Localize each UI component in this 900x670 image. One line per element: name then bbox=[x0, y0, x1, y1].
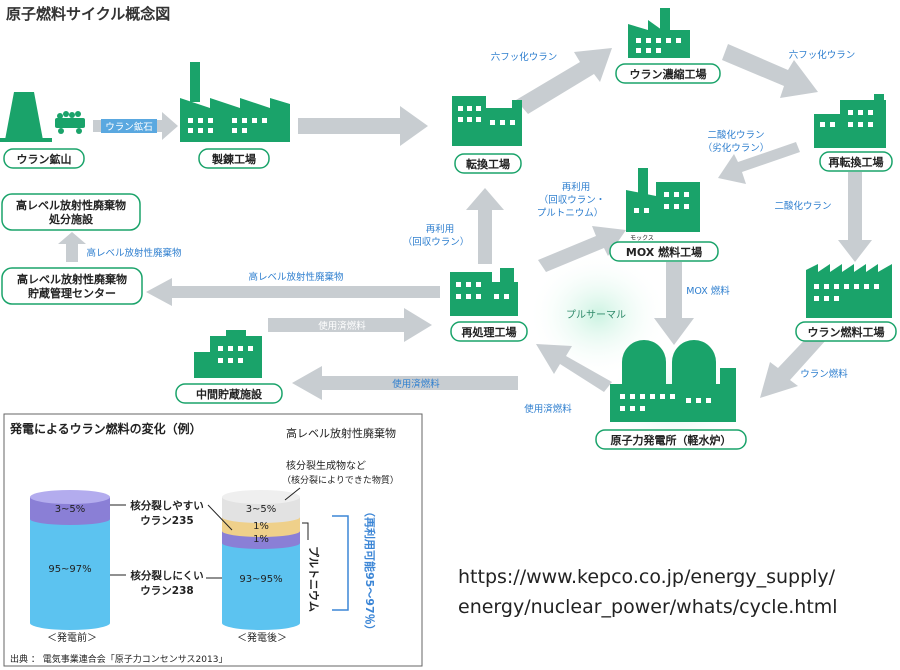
enrichment-icon bbox=[628, 8, 690, 58]
reconversion-icon bbox=[814, 94, 886, 148]
flow-hlw-b: 高レベル放射性廃棄物 bbox=[86, 247, 182, 259]
inset-hlw: 高レベル放射性廃棄物 bbox=[286, 426, 396, 440]
hlw-disposal-label-box bbox=[1, 193, 141, 231]
flow-uf6-a: 六フッ化ウラン bbox=[491, 51, 558, 63]
fuel-label: ウラン燃料工場 bbox=[808, 325, 885, 339]
flow-reuse-u-2: （回収ウラン） bbox=[403, 236, 470, 248]
interim-label-box bbox=[175, 383, 283, 404]
mox-label-box bbox=[609, 241, 719, 262]
plutonium-label: プルトニウム bbox=[307, 546, 321, 612]
arrow-spent-to-reprocessing bbox=[268, 308, 432, 342]
arrow-storage-to-disposal bbox=[58, 232, 86, 262]
refinery-label-box bbox=[198, 148, 270, 169]
flow-uo2: 二酸化ウラン bbox=[774, 200, 831, 212]
flow-hlw-a: 高レベル放射性廃棄物 bbox=[248, 271, 344, 283]
arrow-conversion-to-enrichment bbox=[516, 48, 612, 114]
plant-label-box bbox=[595, 429, 747, 450]
enrichment-label-box bbox=[615, 63, 721, 84]
hlw-storage-label-1: 高レベル放射性廃棄物 bbox=[17, 272, 127, 286]
source-url-line-1[interactable]: https://www.kepco.co.jp/energy_supply/ bbox=[458, 566, 836, 588]
uranium-ore-chip bbox=[101, 119, 157, 133]
conversion-label: 転換工場 bbox=[466, 157, 510, 171]
flow-reuse-pu-1: 再利用 bbox=[562, 181, 591, 193]
arrow-refinery-to-conversion bbox=[298, 106, 428, 146]
pluthermal-label: プルサーマル bbox=[566, 309, 626, 321]
arrow-mox-to-plant bbox=[654, 262, 694, 345]
inset-title: 発電によるウラン燃料の変化（例） bbox=[9, 421, 202, 436]
hlw-disposal-label-2: 処分施設 bbox=[48, 212, 94, 226]
flow-spent-c: 使用済燃料 bbox=[524, 403, 572, 415]
plant-label: 原子力発電所（軽水炉） bbox=[611, 433, 732, 447]
uranium-mine-label: ウラン鉱山 bbox=[17, 152, 72, 166]
hlw-disposal-label-1: 高レベル放射性廃棄物 bbox=[16, 198, 126, 212]
flow-spent-a: 使用済燃料 bbox=[318, 320, 366, 332]
hlw-storage-label-2: 貯蔵管理センター bbox=[28, 286, 116, 300]
arrow-reconversion-to-mox bbox=[718, 142, 800, 184]
conversion-icon bbox=[452, 96, 522, 146]
mox-ruby: モックス bbox=[630, 235, 654, 242]
cylinder-after bbox=[222, 490, 300, 630]
flow-uf6-b: 六フッ化ウラン bbox=[789, 49, 856, 61]
uranium-mine-icon bbox=[0, 92, 85, 142]
after-label: ＜発電後＞ bbox=[237, 631, 287, 644]
conversion-label-box bbox=[454, 153, 522, 174]
before-bottom-value: 95~97% bbox=[48, 564, 91, 575]
arrow-fuel-to-plant bbox=[760, 330, 826, 398]
fuel-label-box bbox=[795, 321, 897, 342]
after-u235-value: 1% bbox=[253, 534, 269, 545]
arrow-reprocessing-to-hlw bbox=[146, 278, 440, 306]
fission-products-1: 核分裂生成物など bbox=[286, 459, 366, 472]
uranium-mine-label-box bbox=[3, 148, 85, 169]
label-u235-2: ウラン235 bbox=[140, 515, 193, 527]
arrow-reprocessing-to-conversion bbox=[466, 188, 504, 264]
reprocessing-label-box bbox=[450, 321, 528, 342]
interim-label: 中間貯蔵施設 bbox=[196, 387, 263, 401]
source-url-line-2[interactable]: energy/nuclear_power/whats/cycle.html bbox=[458, 596, 838, 618]
flow-mox-fuel: MOX 燃料 bbox=[686, 285, 730, 297]
refinery-icon bbox=[180, 62, 290, 142]
arrow-plant-to-interim bbox=[292, 366, 518, 400]
arrow-reprocessing-to-mox bbox=[538, 226, 626, 272]
before-top-value: 3~5% bbox=[55, 504, 86, 515]
enrichment-label: ウラン濃縮工場 bbox=[630, 67, 707, 81]
inset-fuel-change: 発電によるウラン燃料の変化（例） 3~5% 95~97% 3~5% bbox=[3, 413, 423, 667]
cylinder-before bbox=[30, 490, 110, 630]
mox-label: MOX 燃料工場 bbox=[626, 245, 702, 259]
mox-plant-icon bbox=[626, 168, 700, 232]
fission-products-2: （核分裂によりできた物質） bbox=[282, 474, 399, 486]
source-url[interactable]: https://www.kepco.co.jp/energy_supply/ e… bbox=[458, 562, 898, 622]
flow-reuse-u-1: 再利用 bbox=[426, 223, 455, 235]
before-label: ＜発電前＞ bbox=[47, 631, 97, 644]
flow-uo2-depleted-2: （劣化ウラン） bbox=[703, 142, 770, 154]
arrow-reconversion-to-fuel bbox=[838, 172, 872, 262]
hlw-storage-label-box bbox=[1, 267, 143, 305]
diagram-title: 原子燃料サイクル概念図 bbox=[6, 5, 170, 23]
after-bottom-value: 93~95% bbox=[239, 574, 282, 585]
flow-reuse-pu-2: （回収ウラン・ bbox=[539, 194, 606, 206]
reprocessing-icon bbox=[450, 268, 518, 316]
power-plant-icon bbox=[610, 340, 736, 422]
after-top-value: 3~5% bbox=[246, 504, 277, 515]
inset-source: 出典 ： 電気事業連合会「原子力コンセンサス2013」 bbox=[10, 653, 227, 665]
flow-uranium-fuel: ウラン燃料 bbox=[800, 368, 848, 380]
interim-storage-icon bbox=[194, 330, 262, 378]
label-u235-1: 核分裂しやすい bbox=[130, 499, 203, 512]
flow-spent-b: 使用済燃料 bbox=[392, 378, 440, 390]
reprocessing-label: 再処理工場 bbox=[462, 325, 517, 339]
reconversion-label-box bbox=[819, 151, 893, 172]
label-u238-1: 核分裂しにくい bbox=[130, 569, 203, 582]
flow-uranium-ore: ウラン鉱石 bbox=[105, 121, 153, 133]
reusable-label: （再利用可能95〜97％） bbox=[363, 506, 377, 636]
reconversion-label: 再転換工場 bbox=[829, 155, 884, 169]
refinery-label: 製錬工場 bbox=[211, 152, 256, 166]
arrow-plant-to-reprocessing bbox=[536, 344, 612, 392]
label-u238-2: ウラン238 bbox=[140, 585, 193, 597]
flow-reuse-pu-3: プルトニウム） bbox=[537, 207, 604, 219]
flow-uo2-depleted-1: 二酸化ウラン bbox=[707, 129, 764, 141]
fuel-fabrication-icon bbox=[806, 264, 892, 318]
arrow-enrichment-to-reconversion bbox=[722, 44, 818, 98]
after-pu-value: 1% bbox=[253, 521, 269, 532]
